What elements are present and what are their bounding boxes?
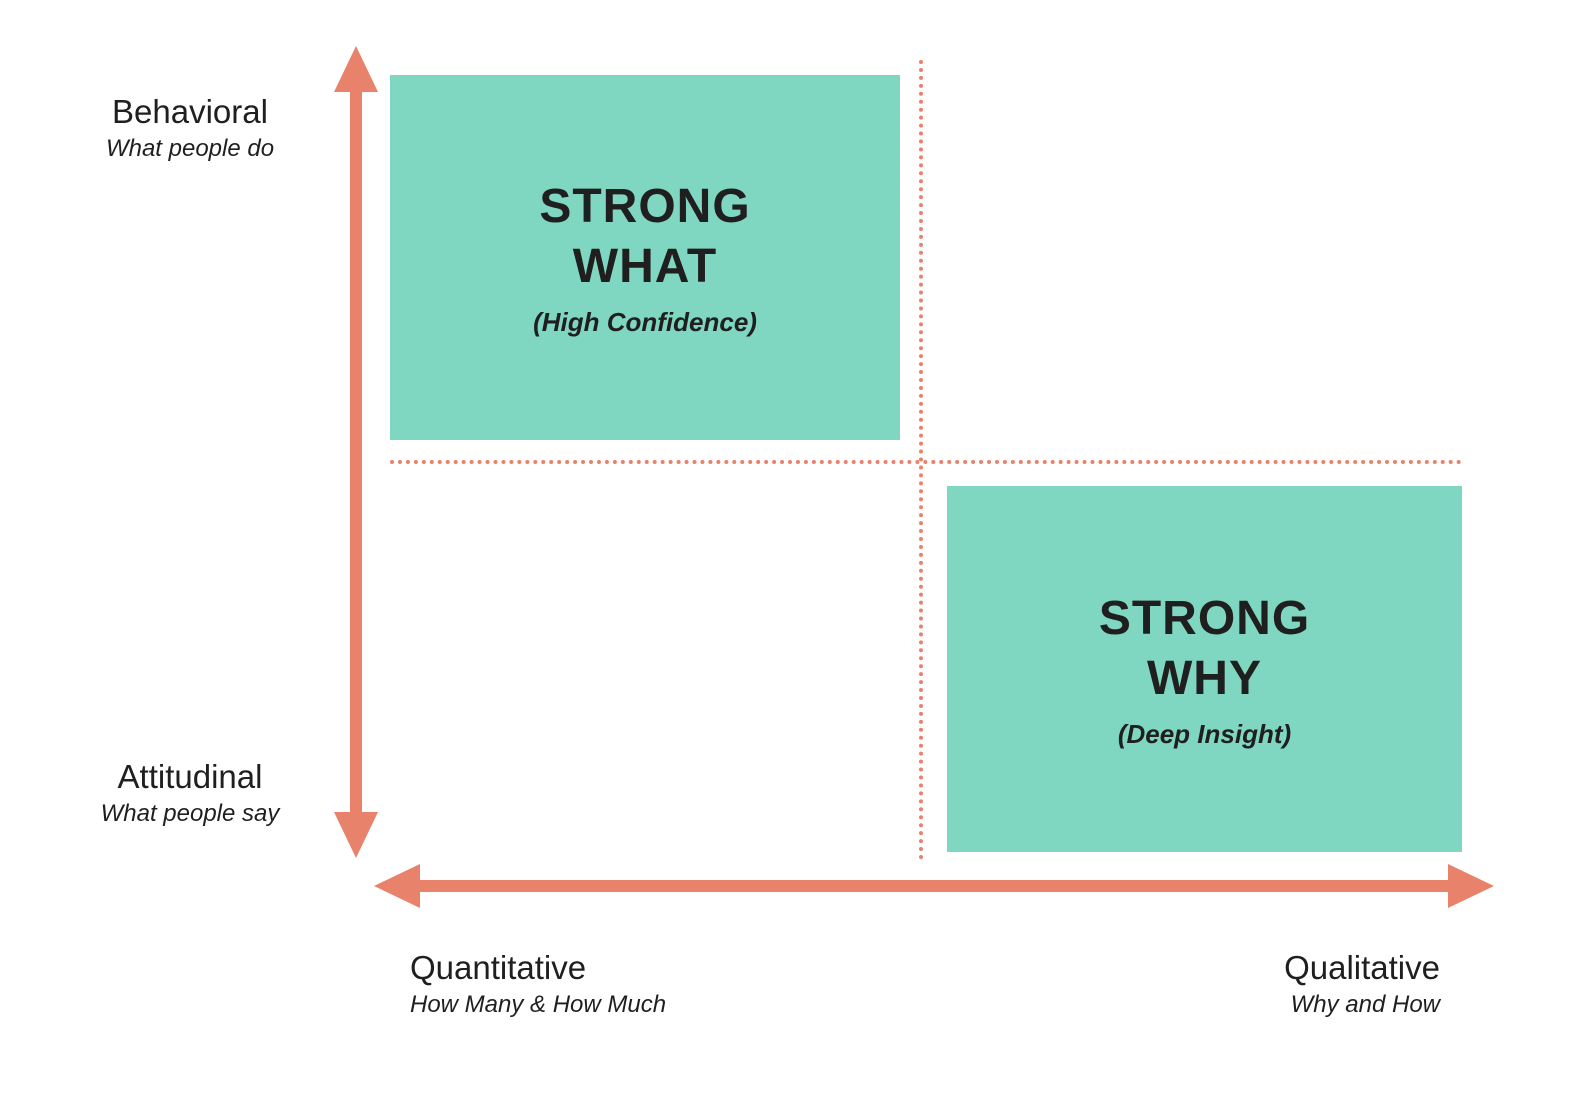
- quadrant-subtitle: (High Confidence): [533, 307, 757, 337]
- quadrant-title: STRONG WHY: [1099, 589, 1310, 709]
- x-axis-left-label: Quantitative: [410, 949, 587, 986]
- y-axis-bottom-label-group: Attitudinal What people say: [40, 757, 340, 830]
- quadrant-title-line1: STRONG: [1098, 591, 1311, 645]
- quadrant-subtitle: (Deep Insight): [1117, 718, 1292, 749]
- x-axis-left-label-group: Quantitative How Many & How Much: [410, 948, 830, 1021]
- x-axis-left-sublabel: How Many & How Much: [410, 990, 667, 1018]
- vertical-axis-arrowhead-top-icon: [334, 46, 378, 92]
- horizontal-axis-arrowhead-left-icon: [374, 864, 420, 908]
- vertical-axis-line: [350, 88, 362, 816]
- quadrant-title: STRONG WHAT: [539, 177, 750, 297]
- x-axis-right-label: Qualitative: [1284, 949, 1440, 986]
- y-axis-top-label-group: Behavioral What people do: [40, 92, 340, 165]
- x-axis-right-label-group: Qualitative Why and How: [1040, 948, 1440, 1021]
- y-axis-bottom-label: Attitudinal: [117, 758, 263, 795]
- y-axis-bottom-sublabel: What people say: [100, 799, 280, 827]
- vertical-axis-arrowhead-bottom-icon: [334, 812, 378, 858]
- horizontal-axis-line: [418, 880, 1450, 892]
- quadrant-title-line2: WHAT: [572, 240, 718, 293]
- horizontal-dotted-divider: [390, 460, 1462, 464]
- quadrant-strong-why: STRONG WHY (Deep Insight): [947, 486, 1462, 852]
- quadrant-strong-what: STRONG WHAT (High Confidence): [390, 75, 900, 440]
- quadrant-title-line1: STRONG: [539, 180, 751, 233]
- y-axis-top-label: Behavioral: [112, 93, 268, 130]
- x-axis-right-sublabel: Why and How: [1290, 990, 1440, 1018]
- quadrant-title-line2: WHY: [1147, 651, 1262, 705]
- horizontal-axis-arrowhead-right-icon: [1448, 864, 1494, 908]
- y-axis-top-sublabel: What people do: [105, 134, 275, 162]
